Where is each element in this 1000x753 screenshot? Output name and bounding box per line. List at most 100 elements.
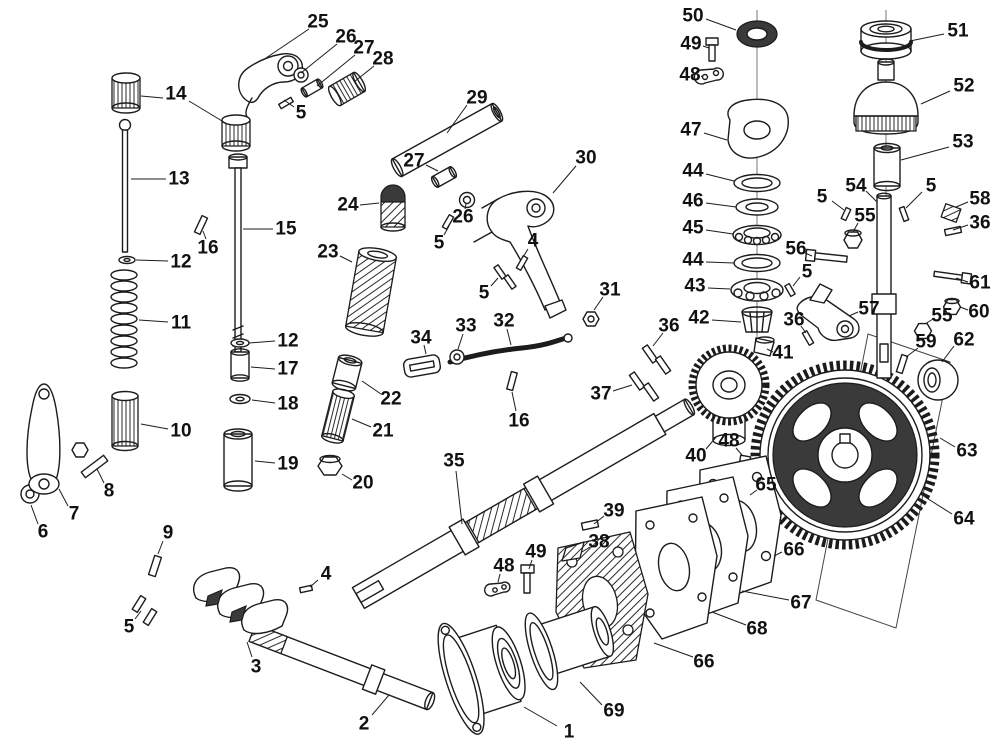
callout-leader-6 bbox=[30, 504, 39, 525]
callout-17: 17 bbox=[277, 359, 298, 380]
callout-leader-11 bbox=[138, 319, 169, 323]
callout-leader-12 bbox=[248, 340, 276, 344]
part-camshaft-35 bbox=[351, 398, 696, 610]
callout-22: 22 bbox=[380, 389, 401, 410]
part-pushrod-13 bbox=[118, 118, 132, 253]
part-flange-1 bbox=[437, 622, 526, 735]
callout-leader-17 bbox=[250, 366, 276, 370]
part-bevel-pinion-42 bbox=[741, 306, 773, 333]
callout-9: 9 bbox=[163, 523, 174, 544]
part-block-58 bbox=[940, 203, 962, 223]
part-pin-5-right-b bbox=[840, 206, 852, 222]
part-sleeve-17 bbox=[230, 348, 250, 382]
callout-leader-56 bbox=[804, 252, 813, 257]
part-ring-44b bbox=[733, 253, 781, 273]
callout-leader-27 bbox=[425, 164, 439, 172]
callout-leader-14 bbox=[188, 100, 228, 125]
callout-5: 5 bbox=[296, 103, 307, 124]
callout-leader-34 bbox=[423, 344, 427, 355]
callout-37: 37 bbox=[590, 384, 611, 405]
callout-leader-5 bbox=[283, 99, 295, 108]
callout-12: 12 bbox=[277, 331, 298, 352]
part-nut-55a bbox=[843, 229, 863, 249]
callout-2: 2 bbox=[359, 714, 370, 735]
callout-leader-69 bbox=[579, 681, 603, 706]
callout-27: 27 bbox=[353, 38, 374, 59]
callout-3: 3 bbox=[251, 657, 262, 678]
part-pin-36b bbox=[801, 329, 815, 347]
callout-leader-19 bbox=[254, 460, 276, 464]
part-washer-18 bbox=[229, 393, 251, 405]
callout-leader-16 bbox=[511, 391, 517, 412]
callout-leader-59 bbox=[905, 347, 919, 358]
callout-leader-29 bbox=[446, 104, 468, 134]
callout-40: 40 bbox=[685, 446, 706, 467]
callout-leader-38 bbox=[581, 546, 591, 553]
part-pins-5c bbox=[493, 264, 517, 290]
part-nut-20 bbox=[317, 454, 343, 476]
callout-8: 8 bbox=[104, 481, 115, 502]
callout-12: 12 bbox=[170, 252, 191, 273]
part-sleeve-21 bbox=[321, 388, 355, 444]
callout-leader-5 bbox=[134, 610, 142, 620]
part-spring-11 bbox=[110, 269, 138, 369]
callout-leader-18 bbox=[251, 399, 276, 404]
callout-leader-36 bbox=[952, 224, 969, 231]
callout-49: 49 bbox=[525, 542, 546, 563]
callout-5: 5 bbox=[926, 176, 937, 197]
callout-leader-41 bbox=[766, 348, 774, 353]
callout-leader-58 bbox=[955, 201, 969, 208]
callout-leader-5 bbox=[443, 225, 450, 236]
callout-66: 66 bbox=[693, 652, 714, 673]
callout-43: 43 bbox=[684, 276, 705, 297]
callout-48: 48 bbox=[679, 65, 700, 86]
callout-58: 58 bbox=[969, 189, 990, 210]
callout-leader-24 bbox=[359, 202, 380, 206]
part-bolt-56 bbox=[804, 248, 848, 263]
callout-leader-53 bbox=[900, 146, 950, 161]
callout-13: 13 bbox=[168, 169, 189, 190]
callout-23: 23 bbox=[317, 242, 338, 263]
callout-33: 33 bbox=[455, 316, 476, 337]
callout-leader-31 bbox=[593, 296, 604, 311]
callout-16: 16 bbox=[508, 411, 529, 432]
callout-20: 20 bbox=[352, 473, 373, 494]
callout-44: 44 bbox=[682, 250, 704, 271]
callout-leader-5 bbox=[490, 277, 499, 287]
callout-5: 5 bbox=[434, 233, 445, 254]
callout-leader-4 bbox=[309, 579, 319, 588]
callout-leader-47 bbox=[703, 132, 728, 141]
callout-leader-26 bbox=[300, 43, 338, 74]
callout-leader-1 bbox=[523, 706, 558, 727]
callout-34: 34 bbox=[410, 328, 432, 349]
callout-leader-45 bbox=[705, 229, 734, 235]
callout-leader-30 bbox=[552, 165, 577, 194]
callout-24: 24 bbox=[337, 195, 359, 216]
callout-leader-48 bbox=[735, 447, 743, 456]
callout-leader-61 bbox=[955, 277, 969, 283]
callout-leader-7 bbox=[58, 488, 69, 507]
callout-leader-20 bbox=[341, 473, 353, 481]
callout-leader-25 bbox=[262, 28, 310, 61]
part-hub-69 bbox=[524, 605, 615, 691]
part-nut-31 bbox=[582, 311, 600, 327]
part-sleeve-53 bbox=[873, 142, 901, 192]
part-pin-5b bbox=[441, 213, 455, 231]
part-pin-39 bbox=[580, 519, 600, 531]
callout-62: 62 bbox=[953, 330, 974, 351]
part-gasket-68 bbox=[634, 496, 718, 640]
callout-36: 36 bbox=[783, 310, 804, 331]
callout-5: 5 bbox=[479, 283, 490, 304]
callout-52: 52 bbox=[953, 76, 974, 97]
callout-25: 25 bbox=[307, 12, 329, 33]
part-link-32-33-34 bbox=[402, 333, 573, 378]
part-pin-5-right-a bbox=[898, 205, 910, 223]
callout-leader-2 bbox=[371, 694, 390, 716]
callout-30: 30 bbox=[575, 148, 596, 169]
part-bolt-8 bbox=[71, 442, 109, 479]
part-timing-gear-64 bbox=[750, 360, 940, 550]
callout-60: 60 bbox=[968, 302, 989, 323]
part-lever-30 bbox=[473, 190, 567, 319]
callout-36: 36 bbox=[969, 213, 990, 234]
